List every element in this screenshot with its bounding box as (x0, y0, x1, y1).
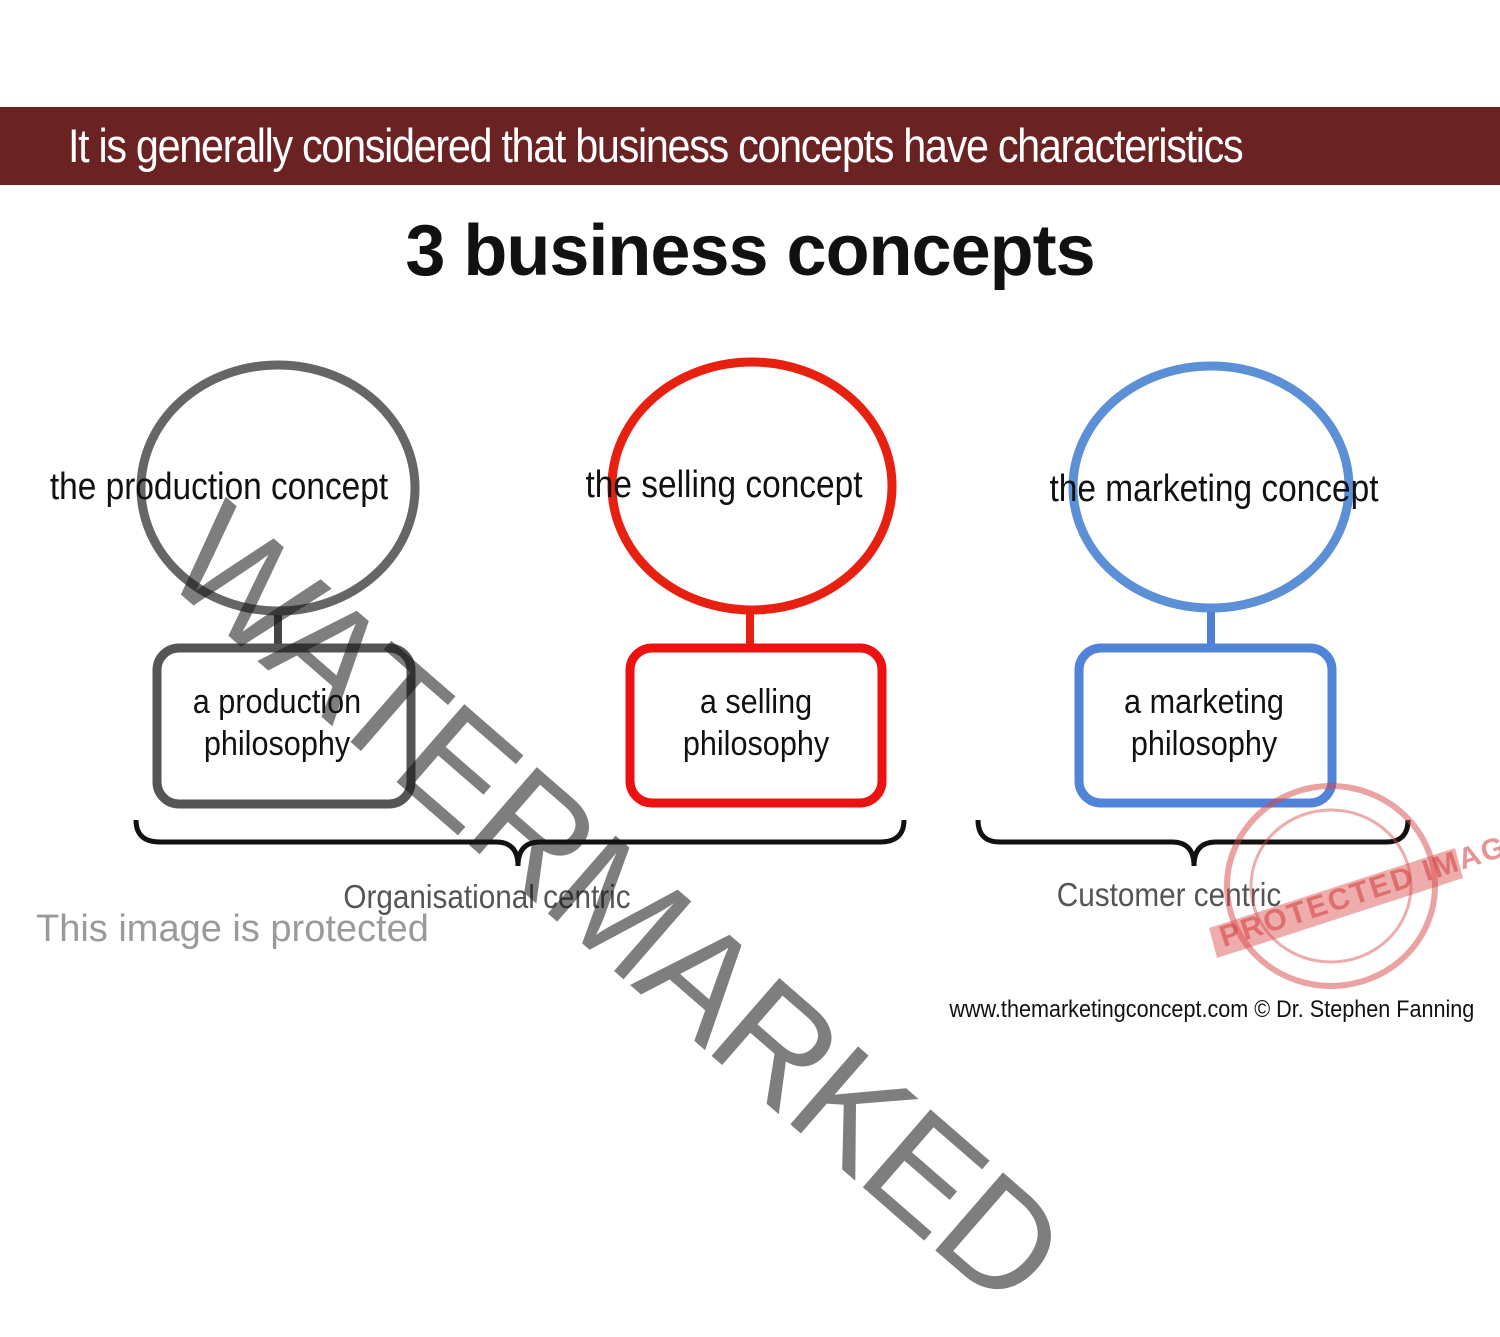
selling-philosophy-box (625, 643, 887, 808)
marketing-concept-label: the marketing concept (1049, 468, 1379, 510)
production-concept-label: the production concept (49, 466, 389, 508)
marketing-philosophy-line2: philosophy (1130, 725, 1278, 763)
production-philosophy-line2: philosophy (203, 725, 351, 763)
protected-note: This image is protected (36, 908, 429, 950)
diagram-shapes (133, 357, 1411, 867)
production-philosophy-label: a production philosophy (160, 681, 394, 765)
selling-concept-circle (607, 357, 897, 615)
organisational-centric-label: Organisational centric (343, 878, 631, 915)
selling-philosophy-line2: philosophy (682, 725, 830, 763)
marketing-philosophy-label: a marketing philosophy (1087, 681, 1321, 765)
marketing-concept-circle (1068, 361, 1354, 613)
organisational-bracket (133, 819, 907, 867)
banner-text: It is generally considered that business… (68, 119, 1244, 172)
selling-philosophy-line1: a selling (699, 683, 813, 721)
customer-centric-label: Customer centric (1056, 876, 1282, 913)
selling-concept-label: the selling concept (585, 464, 863, 506)
marketing-philosophy-box (1074, 643, 1337, 808)
page-title: 3 business concepts (405, 211, 1095, 291)
footer-credit: www.themarketingconcept.com © Dr. Stephe… (949, 996, 1474, 1023)
protection-stamp-icon (1209, 783, 1463, 989)
selling-philosophy-label: a selling philosophy (639, 681, 873, 765)
marketing-philosophy-line1: a marketing (1124, 683, 1284, 721)
production-philosophy-box (152, 643, 416, 809)
header-banner (0, 107, 1500, 185)
production-philosophy-line1: a production (192, 683, 362, 721)
customer-bracket (975, 819, 1411, 867)
production-concept-circle (136, 360, 420, 616)
